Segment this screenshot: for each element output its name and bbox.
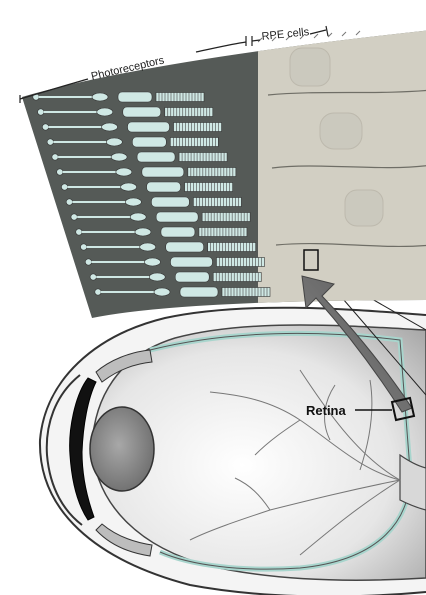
label-rpe-cells: RPE cells bbox=[261, 26, 310, 43]
retina-strip bbox=[0, 0, 426, 330]
lens bbox=[90, 407, 154, 491]
label-retina: Retina bbox=[306, 403, 347, 418]
